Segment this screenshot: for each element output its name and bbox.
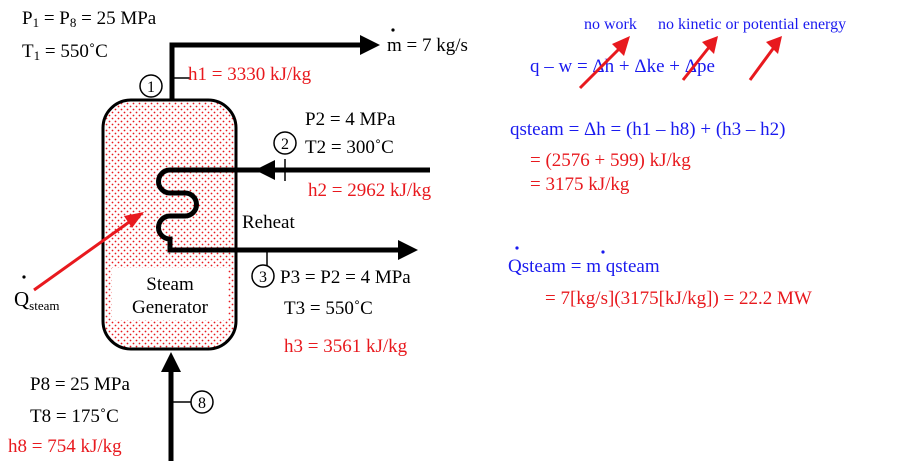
inlet-arrow-8: [161, 352, 181, 372]
state2-pressure: P2 = 4 MPa: [305, 109, 396, 130]
outlet-pipe-1: [169, 42, 362, 100]
strike-arrow-pe: [748, 36, 782, 81]
state2-temperature: T2 = 300˚C: [305, 137, 394, 158]
vessel-label-steam: Steam: [146, 274, 194, 295]
state1-temperature: T1 = 550˚C: [22, 41, 108, 63]
state-point-2: 2: [273, 131, 297, 155]
reheat-coil: [156, 167, 430, 253]
state-point-3: 3: [251, 264, 275, 288]
state2-enthalpy: h2 = 2962 kJ/kg: [308, 180, 432, 201]
q-dot-result: = 7[kg/s](3175[kJ/kg]) = 22.2 MW: [545, 288, 812, 309]
annotation-no-work: no work: [584, 16, 637, 33]
vessel-label-background: [112, 268, 228, 320]
state3-enthalpy: h3 = 3561 kJ/kg: [284, 336, 408, 357]
vessel-label-generator: Generator: [132, 297, 209, 318]
svg-text:2: 2: [281, 136, 289, 153]
svg-text:1: 1: [147, 79, 155, 96]
state-point-1: 1: [139, 74, 163, 98]
inlet-arrow-2: [255, 160, 275, 180]
annotation-no-ke-pe: no kinetic or potential energy: [658, 16, 846, 33]
state-point-8: 8: [190, 390, 214, 414]
heat-input-label: Qsteam: [14, 275, 60, 313]
state1-pressure: P1 = P8 = 25 MPa: [22, 8, 157, 30]
state1-enthalpy: h1 = 3330 kJ/kg: [188, 64, 312, 85]
q-steam-line3: = 3175 kJ/kg: [530, 174, 630, 195]
q-dot-equation: Qsteam = m qsteam: [508, 246, 660, 277]
reheat-label: Reheat: [242, 212, 295, 233]
state3-pressure: P3 = P2 = 4 MPa: [280, 267, 411, 288]
svg-text:m = 7 kg/s: m = 7 kg/s: [387, 35, 468, 56]
outlet-arrow-1: [360, 35, 380, 55]
state8-temperature: T8 = 175˚C: [30, 406, 119, 427]
q-steam-equation: qsteam = Δh = (h1 – h8) + (h3 – h2): [510, 119, 786, 140]
svg-text:Qsteam = m qsteam: Qsteam = m qsteam: [508, 256, 660, 277]
svg-text:Qsteam: Qsteam: [14, 287, 60, 313]
svg-text:3: 3: [259, 269, 267, 286]
strike-arrow-ke: [681, 36, 718, 81]
svg-text:8: 8: [198, 395, 206, 412]
q-steam-line2: = (2576 + 599) kJ/kg: [530, 150, 691, 171]
state8-enthalpy: h8 = 754 kJ/kg: [8, 436, 122, 457]
state3-temperature: T3 = 550˚C: [284, 298, 373, 319]
state8-pressure: P8 = 25 MPa: [30, 374, 130, 395]
strike-arrow-work: [578, 36, 630, 90]
heat-input-arrowhead: [124, 212, 144, 228]
energy-balance-equation: q – w = Δh + Δke + Δpe: [530, 56, 715, 77]
outlet-arrow-3: [398, 240, 418, 260]
mass-flow-rate: m = 7 kg/s: [387, 28, 468, 56]
heat-input-arrow: [33, 218, 133, 292]
